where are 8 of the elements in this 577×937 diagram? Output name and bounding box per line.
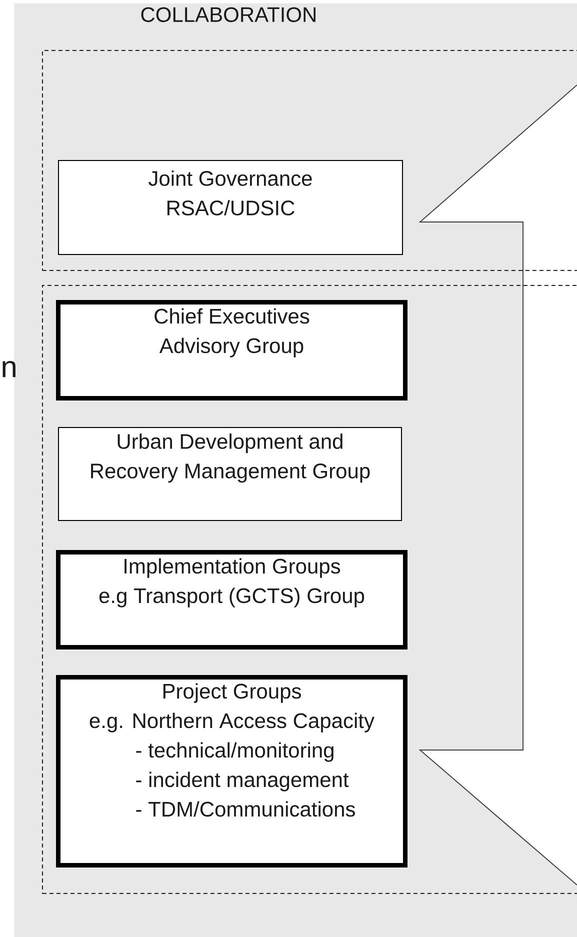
dashed-frame — [42, 285, 577, 894]
group-box: Implementation Groups e.g Transport (GCTS) Group — [56, 550, 408, 650]
group-box: Joint Governance RSAC/UDSIC — [58, 160, 403, 255]
text-fragment: n — [2, 360, 16, 378]
dashed-frame — [42, 50, 577, 271]
group-box: Chief Executives Advisory Group — [56, 300, 408, 400]
group-box: Project Groups e.g. Northern Access Capacity - technical/monitoring - incident management - TDM/Communications — [56, 675, 408, 868]
group-box: Urban Development and Recovery Management Group — [58, 427, 402, 521]
